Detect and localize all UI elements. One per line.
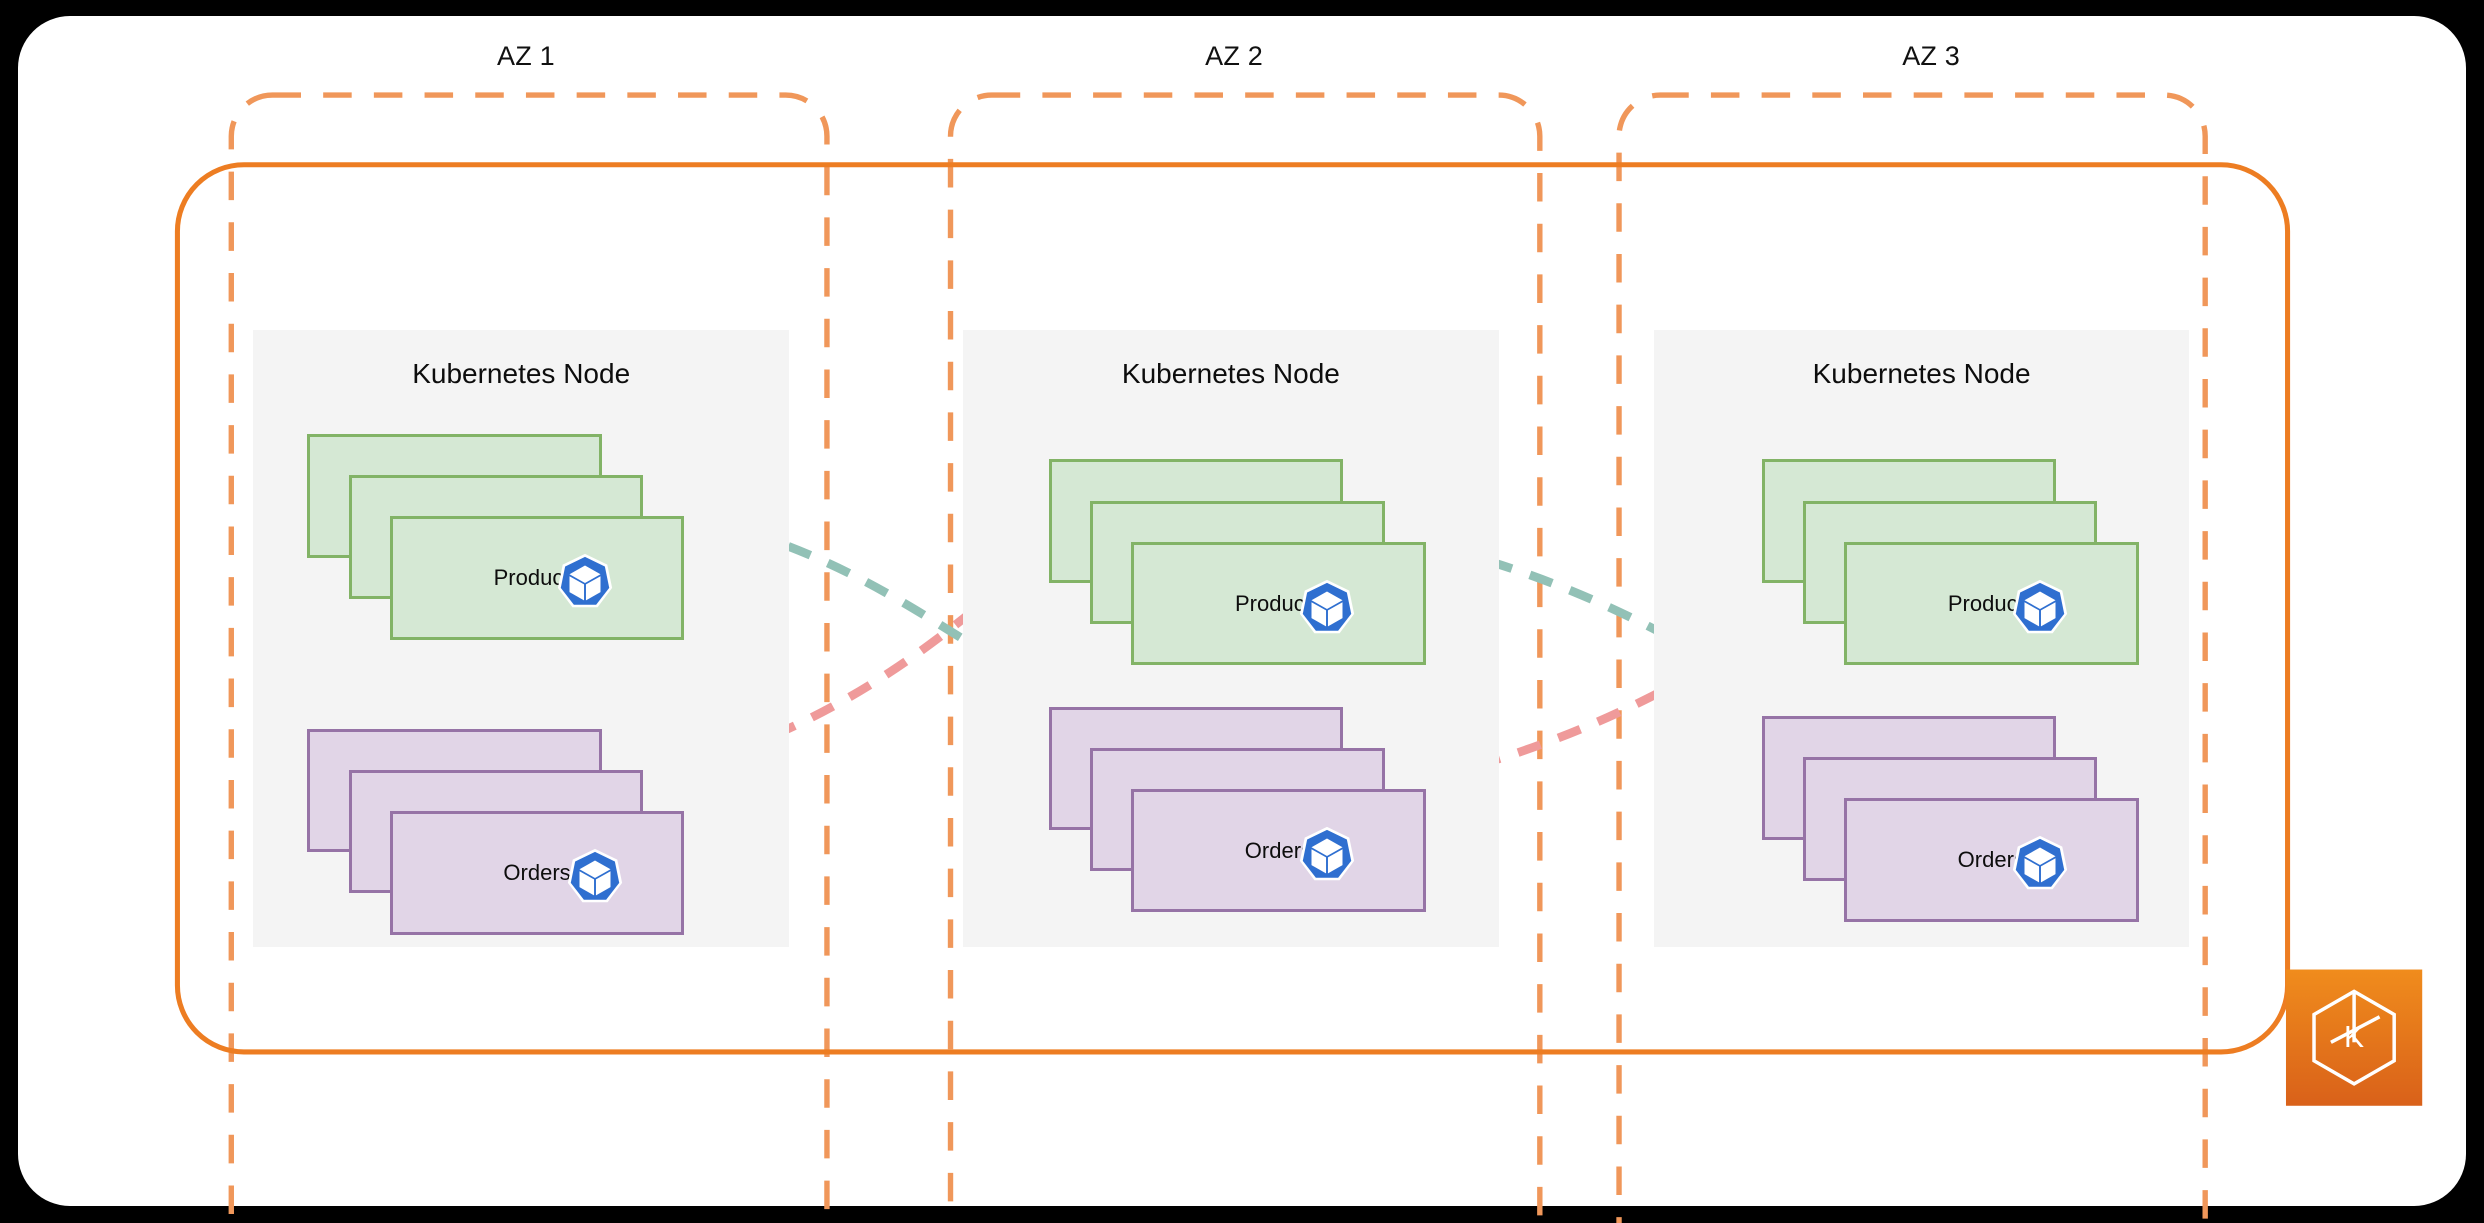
pod-label: Orders [1957, 847, 2025, 873]
pod-stack-products: Products [1654, 330, 2189, 948]
pod-stack-orders: Orders [253, 330, 788, 948]
kubernetes-pod-icon [2009, 833, 2071, 895]
kubernetes-pod-icon [1296, 824, 1358, 886]
pod-stack-products: Products [253, 330, 788, 948]
pod-orders-3[interactable]: Orders [389, 811, 685, 935]
pod-orders-3[interactable]: Orders [1843, 798, 2139, 922]
kubernetes-pod-icon [554, 551, 616, 613]
pod-stack-products: Products [963, 330, 1498, 948]
pod-label: Orders [1244, 837, 1313, 863]
pod-products-3[interactable]: Products [1843, 541, 2139, 666]
kubernetes-pod-icon [564, 846, 626, 908]
kubernetes-pod-icon [2009, 577, 2071, 639]
pod-products-3[interactable]: Products [1131, 541, 1426, 666]
az-label-2: AZ 2 [1205, 41, 1263, 72]
kubernetes-node-title: Kubernetes Node [412, 357, 631, 389]
pod-products-3[interactable]: Products [389, 516, 685, 640]
kubernetes-node-title: Kubernetes Node [1121, 357, 1340, 389]
pod-stack-orders: Orders [963, 330, 1498, 948]
pod-label: Orders [503, 859, 571, 885]
kubernetes-pod-icon [1296, 577, 1358, 639]
pod-orders-3[interactable]: Orders [1131, 788, 1426, 913]
pod-label: Products [1947, 590, 2035, 616]
az-label-1: AZ 1 [497, 41, 555, 72]
az-label-3: AZ 3 [1902, 41, 1961, 72]
pod-stack-orders: Orders [1654, 330, 2189, 948]
pod-label: Products [1235, 590, 1322, 616]
kubernetes-node-title: Kubernetes Node [1812, 357, 2031, 389]
pod-label: Products [493, 565, 581, 591]
